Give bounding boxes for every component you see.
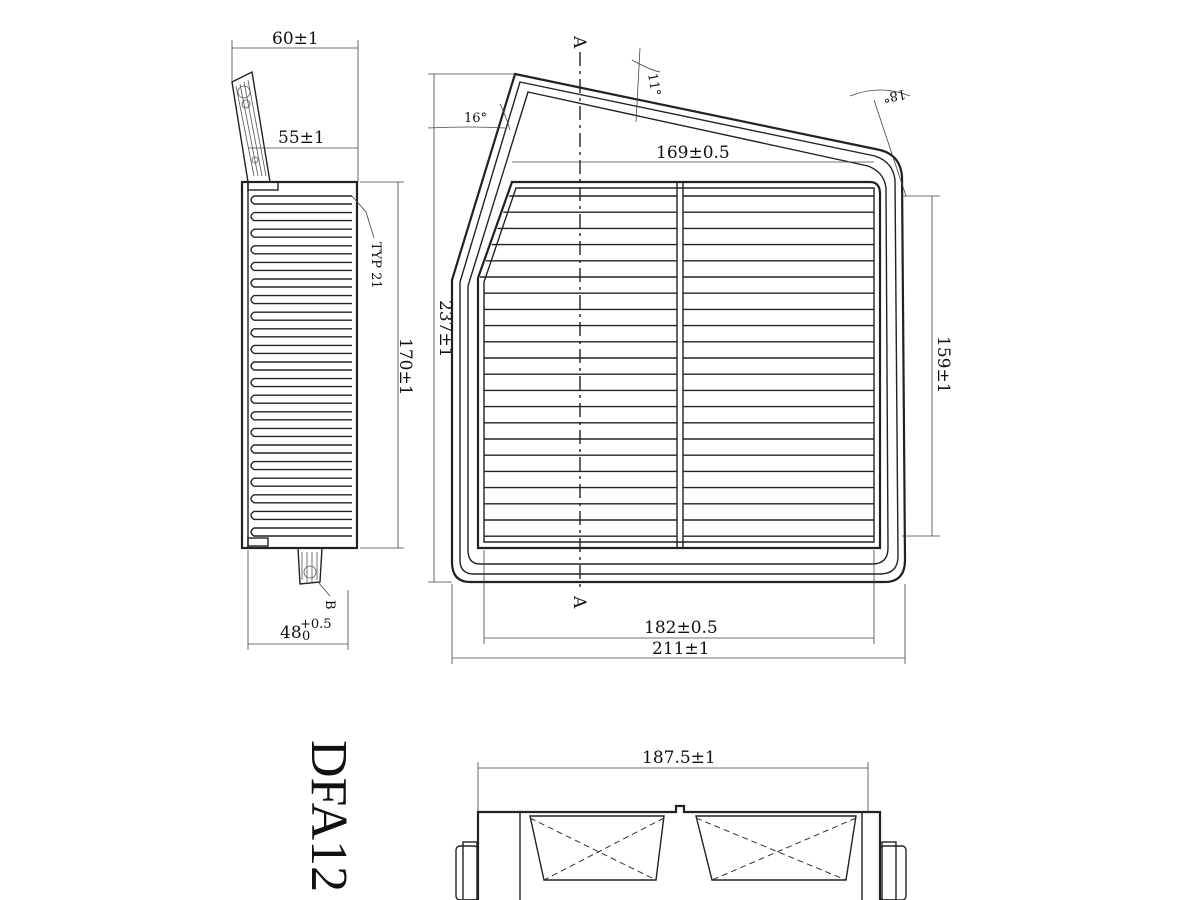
angle-right: 18°	[882, 86, 907, 105]
pleat	[250, 427, 352, 438]
pleat	[250, 261, 352, 272]
dim-bottom-width: 187.5±1	[642, 748, 716, 768]
pleat	[250, 228, 352, 238]
angle-18-ref	[873, 99, 907, 197]
pleat	[250, 460, 352, 471]
angle-11-arc	[631, 59, 661, 73]
section-label-bottom: A	[569, 595, 589, 609]
pleat	[250, 444, 352, 454]
bottom-body	[476, 804, 882, 900]
pleat	[250, 328, 352, 338]
dim-top-width: 169±0.5	[656, 143, 730, 163]
pleat	[250, 195, 352, 205]
filter-media-inner	[483, 187, 875, 543]
dim-tab-tol: +0.5	[300, 617, 332, 632]
pleat	[250, 311, 352, 321]
typ-leader	[351, 195, 375, 239]
upper-handle-texture	[235, 79, 267, 177]
pleat-group	[250, 195, 352, 537]
frame-gasket	[467, 91, 889, 565]
frame-outer	[450, 72, 907, 584]
pleat	[250, 245, 352, 255]
detail-b-leader	[317, 581, 331, 597]
pleat	[250, 411, 352, 421]
detail-b-label: B	[322, 600, 337, 610]
front-pleat-lines	[479, 195, 874, 537]
dim-right-height: 159±1	[933, 336, 953, 394]
upper-handle	[231, 70, 271, 183]
dim-inner-width: 182±0.5	[644, 618, 718, 638]
lower-handle	[297, 547, 323, 585]
bottom-pocket-left	[529, 815, 665, 881]
pleat	[250, 510, 352, 521]
bottom-pocket-right	[695, 815, 857, 881]
note-typ: TYP 21	[368, 242, 383, 289]
bottom-view: 187.5±1	[455, 748, 907, 900]
pleat	[250, 494, 352, 504]
dim-overall-depth: 60±1	[272, 29, 319, 49]
dim-tab-main: 48	[280, 623, 302, 643]
angle-16-arc	[499, 103, 511, 131]
frame-outer-inner	[459, 81, 899, 575]
dim-overall-height: 237±1	[435, 300, 455, 358]
pleat	[250, 394, 352, 404]
pleat	[250, 278, 352, 288]
dim-pleat-depth: 55±1	[278, 128, 325, 148]
angle-16-ref	[427, 126, 506, 129]
bottom-clip-left-inner	[462, 841, 478, 900]
front-view: A A 11° 16° 18° 169±0.5 237±1 159±1 182±…	[427, 35, 953, 664]
pleat	[250, 377, 352, 388]
lower-handle-texture	[301, 552, 318, 582]
angle-left: 16°	[464, 111, 487, 126]
pleat	[250, 527, 352, 537]
angle-top: 11°	[644, 72, 663, 97]
central-rib	[676, 181, 684, 549]
bottom-clip-left	[455, 845, 479, 900]
pleat	[250, 477, 352, 487]
bottom-clip-right	[879, 845, 907, 900]
part-number: DFA12	[300, 740, 357, 892]
pleat	[250, 344, 352, 355]
angle-11-ref	[635, 47, 641, 123]
pleat	[250, 211, 352, 222]
side-view-top-tab	[247, 181, 279, 191]
section-label-top: A	[569, 35, 589, 49]
bottom-clip-right-inner	[881, 841, 897, 900]
dim-overall-width: 211±1	[652, 639, 710, 659]
pleat	[250, 361, 352, 371]
dim-tab-tol-low: 0	[302, 629, 310, 644]
pleat	[250, 294, 352, 305]
dim-height: 170±1	[395, 338, 415, 396]
bottom-cross-dashes	[529, 817, 857, 881]
side-view: B 60±1 55±1 TYP 21 170±1 48 +0.5 0	[231, 29, 415, 650]
side-view-bottom-tab	[247, 537, 269, 547]
angle-18-arc	[849, 89, 911, 97]
filter-media	[476, 180, 882, 550]
